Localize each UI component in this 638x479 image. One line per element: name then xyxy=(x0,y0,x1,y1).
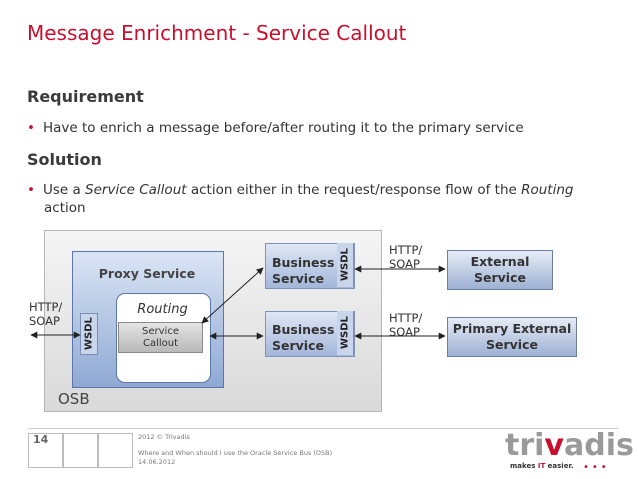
bullet-icon: • xyxy=(27,182,35,198)
protocol-mid-line1: HTTP/ xyxy=(389,311,423,325)
business-service-1-line1: Business xyxy=(272,255,335,270)
requirement-text: Have to enrich a message before/after ro… xyxy=(42,120,524,136)
tagline-part-2: IT xyxy=(537,462,546,470)
proxy-service-label: Proxy Service xyxy=(98,266,196,281)
footer-box-2 xyxy=(63,433,98,468)
business-service-2-line2: Service xyxy=(272,338,324,353)
footer-date: 14.06.2012 xyxy=(138,458,176,466)
footer-box-3 xyxy=(98,433,133,468)
protocol-top-line1: HTTP/ xyxy=(389,243,423,257)
callout-line2: Callout xyxy=(142,337,179,349)
solution-text-post: action xyxy=(44,200,86,216)
protocol-left-line2: SOAP xyxy=(29,314,60,328)
arrow-callout-business1 xyxy=(201,267,264,324)
callout-line1: Service xyxy=(142,325,179,337)
logo-part-2: v xyxy=(544,428,564,463)
primary-external-service-line1: Primary External xyxy=(452,321,572,336)
footer-divider xyxy=(28,428,618,429)
logo-part-3: adis xyxy=(563,428,634,463)
solution-text-mid: action either in the request/response fl… xyxy=(186,182,522,198)
footer-talk-title: Where and When should I use the Oracle S… xyxy=(138,449,333,457)
primary-external-service-line2: Service xyxy=(486,337,538,352)
slide-title: Message Enrichment - Service Callout xyxy=(27,21,407,45)
solution-bullet: • Use a Service Callout action either in … xyxy=(27,181,607,199)
logo-tagline: makes IT easier. xyxy=(510,462,574,470)
protocol-label-left: HTTP/SOAP xyxy=(29,300,62,328)
osb-label: OSB xyxy=(58,390,90,408)
external-service-line1: External xyxy=(470,254,530,269)
external-service-box: External Service xyxy=(447,250,553,290)
business-service-1-line2: Service xyxy=(272,271,324,286)
tagline-part-3: easier. xyxy=(545,462,574,470)
solution-emphasis-callout: Service Callout xyxy=(85,182,187,198)
requirement-heading: Requirement xyxy=(27,87,144,106)
footer-box-1 xyxy=(28,433,63,468)
protocol-left-line1: HTTP/ xyxy=(29,300,63,314)
trivadis-logo: trivadis xyxy=(505,428,634,463)
logo-dots-icon: ••• xyxy=(583,462,610,473)
primary-external-service-box: Primary External Service xyxy=(447,317,577,357)
solution-heading: Solution xyxy=(27,150,102,169)
routing-label: Routing xyxy=(137,302,188,317)
logo-part-1: tri xyxy=(505,428,545,463)
requirement-bullet: • Have to enrich a message before/after r… xyxy=(27,119,524,137)
page-number: 14 xyxy=(33,433,49,446)
bullet-icon: • xyxy=(27,120,35,136)
external-service-line2: Service xyxy=(474,270,526,285)
footer-copyright: 2012 © Trivadis xyxy=(138,433,190,441)
solution-text-pre: Use a xyxy=(42,182,86,198)
solution-emphasis-routing: Routing xyxy=(521,182,574,198)
business-service-2-line1: Business xyxy=(272,322,335,337)
tagline-part-1: makes xyxy=(510,462,538,470)
